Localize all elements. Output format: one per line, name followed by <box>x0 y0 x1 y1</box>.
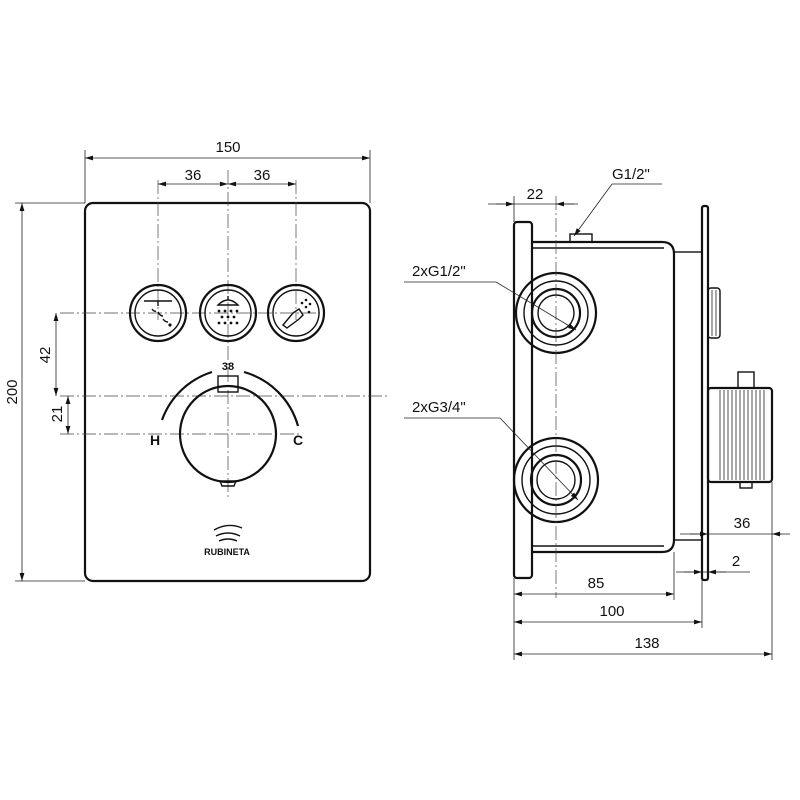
thermostatic-knob <box>178 375 278 487</box>
dim-side-100: 100 <box>599 603 624 620</box>
dim-side-36: 36 <box>734 515 751 532</box>
temp-mark-38: 38 <box>222 361 234 373</box>
dim-spacing-left: 36 <box>185 167 202 184</box>
dim-knob-offset-21: 21 <box>49 406 66 423</box>
dim-height-200: 200 <box>4 379 21 404</box>
front-view: 150 36 36 200 42 21 <box>4 139 390 583</box>
side-view: 2xG1/2" 2xG3/4" G1/2" 22 36 2 85 1 <box>404 166 790 660</box>
overhead-shower-icon <box>216 296 240 325</box>
button-hand-shower <box>266 283 326 343</box>
thread-lower-label: 2xG3/4" <box>412 399 466 416</box>
dim-width-150: 150 <box>215 139 240 156</box>
body-flange <box>512 220 534 580</box>
brand-logo <box>213 524 243 542</box>
temperature-arc-right <box>243 370 300 427</box>
knob-side <box>706 371 774 489</box>
dim-side-138: 138 <box>634 635 659 652</box>
dim-side-2: 2 <box>732 553 740 570</box>
thread-upper-label: 2xG1/2" <box>412 263 466 280</box>
top-fitting <box>569 233 593 243</box>
dim-button-offset-42: 42 <box>37 347 54 364</box>
dim-spacing-right: 36 <box>254 167 271 184</box>
faceplate <box>83 201 372 583</box>
dim-side-22: 22 <box>527 186 544 203</box>
temperature-arc-left <box>160 370 213 421</box>
hand-shower-icon <box>281 298 312 329</box>
button-overhead-shower <box>198 283 258 343</box>
dim-side-85: 85 <box>588 575 605 592</box>
brand-name: RUBINETA <box>204 547 250 557</box>
hot-label: H <box>150 432 160 448</box>
rain-shower-icon <box>144 300 172 327</box>
button-rain-shower <box>128 283 188 343</box>
cold-label: C <box>293 432 303 448</box>
thread-top-label: G1/2" <box>612 166 650 183</box>
